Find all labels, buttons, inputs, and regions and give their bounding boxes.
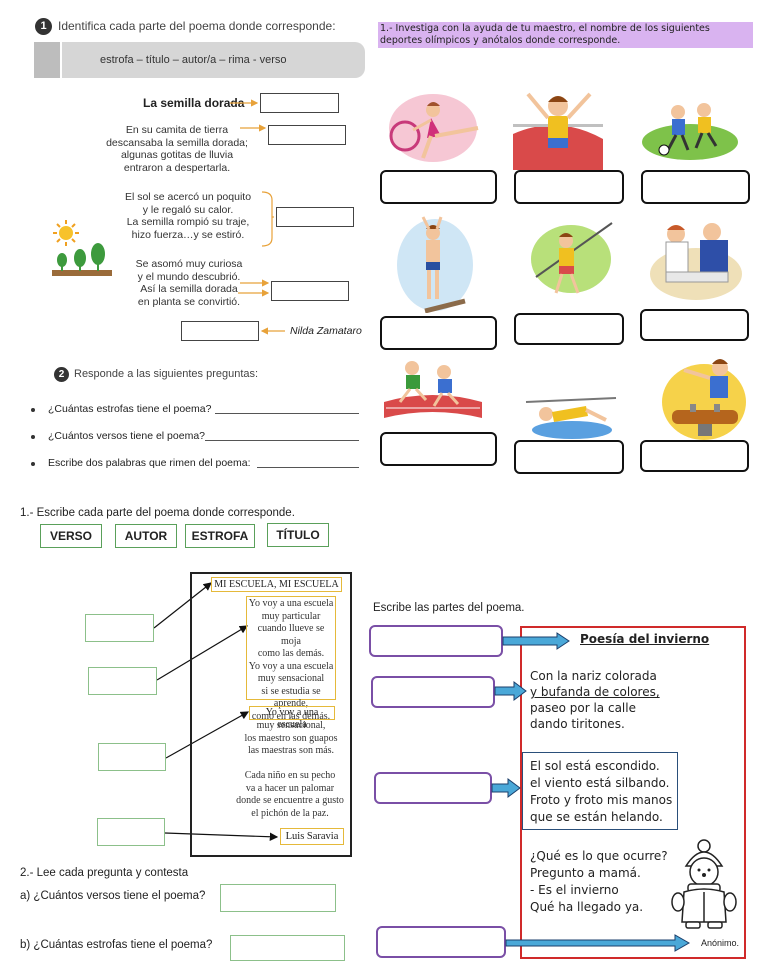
ws4-author: Anónimo. [701,938,740,948]
poem-title: La semilla dorada [143,96,245,110]
ws3-answer-box-4[interactable] [97,818,165,846]
ws3-answer-a[interactable] [220,884,336,912]
ws4-stanza-2: El sol está escondido.el viento está sil… [522,752,678,830]
label-titulo: TÍTULO [267,523,329,547]
ws3-author: Luis Saravia [280,828,344,845]
bullet [31,408,35,412]
ws3-question-b: b) ¿Cuántas estrofas tiene el poema? [20,939,213,951]
question-1: ¿Cuántas estrofas tiene el poema? [48,403,212,415]
bullet [31,462,35,466]
answer-line-3[interactable] [257,467,359,468]
sport-answer-box-4[interactable] [380,316,497,350]
sport-answer-box-3[interactable] [641,170,750,204]
options-bar-tab [34,42,60,78]
sport-answer-box-6[interactable] [640,309,749,341]
answer-box-author[interactable] [181,321,259,341]
number-badge-1: 1 [35,18,52,35]
ws4-instruction: Escribe las partes del poema. [373,602,525,614]
ws3-instruction-2: 2.- Lee cada pregunta y contesta [20,867,189,879]
answer-box-stanza-3[interactable] [271,281,349,301]
poem-frame [190,572,352,857]
answer-line-2[interactable] [205,440,359,441]
sport-answer-box-8[interactable] [514,440,624,474]
options-text: estrofa – título – autor/a – rima - vers… [100,54,287,66]
diving-image [395,215,475,313]
gymnastics-image [383,88,483,168]
sport-answer-box-2[interactable] [514,170,624,204]
ws3-answer-box-3[interactable] [98,743,166,771]
winter-child-illustration [668,830,740,930]
judo-image [646,216,746,302]
ws4-title: Poesía del invierno [580,632,710,646]
sport-answer-box-9[interactable] [640,440,749,472]
ws3-poem-title: MI ESCUELA, MI ESCUELA [211,577,342,592]
ws3-answer-b[interactable] [230,935,345,961]
sport-answer-box-7[interactable] [380,432,497,466]
answer-line-1[interactable] [215,413,359,414]
ws3-question-a: a) ¿Cuántos versos tiene el poema? [20,890,206,902]
label-verso: VERSO [40,524,102,548]
ws4-answer-box-3[interactable] [374,772,492,804]
label-estrofa: ESTROFA [185,524,255,548]
running-image [382,358,484,424]
ws4-poem-frame [520,626,746,959]
options-bar [62,42,365,78]
ws3-answer-box-1[interactable] [85,614,154,642]
question-3: Escribe dos palabras que rimen del poema… [48,457,251,469]
bullet [31,435,35,439]
ws4-stanza-3: ¿Qué es lo que ocurre?Pregunto a mamá. -… [530,849,668,914]
question-2: ¿Cuántos versos tiene el poema? [48,430,206,442]
ws4-answer-box-4[interactable] [376,926,506,958]
football-image [640,98,740,164]
instruction-1: Identifica cada parte del poema donde co… [58,19,336,33]
answer-box-stanza-1[interactable] [268,125,346,145]
sport-answer-box-5[interactable] [514,313,624,345]
instruction-2: Responde a las siguientes preguntas: [74,368,259,380]
poem-author: Nilda Zamataro [290,325,362,337]
sun-plants-illustration [50,218,114,282]
ws3-verse: Yo voy a una escuela [249,706,335,730]
javelin-image [526,217,616,301]
number-badge-2: 2 [54,367,69,382]
ws3-instruction: 1.- Escribe cada parte del poema donde c… [20,507,295,519]
sports-instruction: 1.- Investiga con la ayuda de tu maestro… [378,22,753,48]
ws4-stanza-1: Con la nariz colorada y bufanda de color… [530,669,660,731]
arrow-right-3 [491,778,521,798]
answer-box-stanza-2[interactable] [276,207,354,227]
ws3-answer-box-2[interactable] [88,667,157,695]
answer-box-title[interactable] [260,93,339,113]
label-autor: AUTOR [115,524,177,548]
ws4-answer-box-2[interactable] [371,676,495,708]
ws4-answer-box-1[interactable] [369,625,503,657]
pommel-horse-image [660,352,750,440]
high-jump-image [524,384,618,440]
sport-answer-box-1[interactable] [380,170,497,204]
finish-line-image [508,84,608,170]
